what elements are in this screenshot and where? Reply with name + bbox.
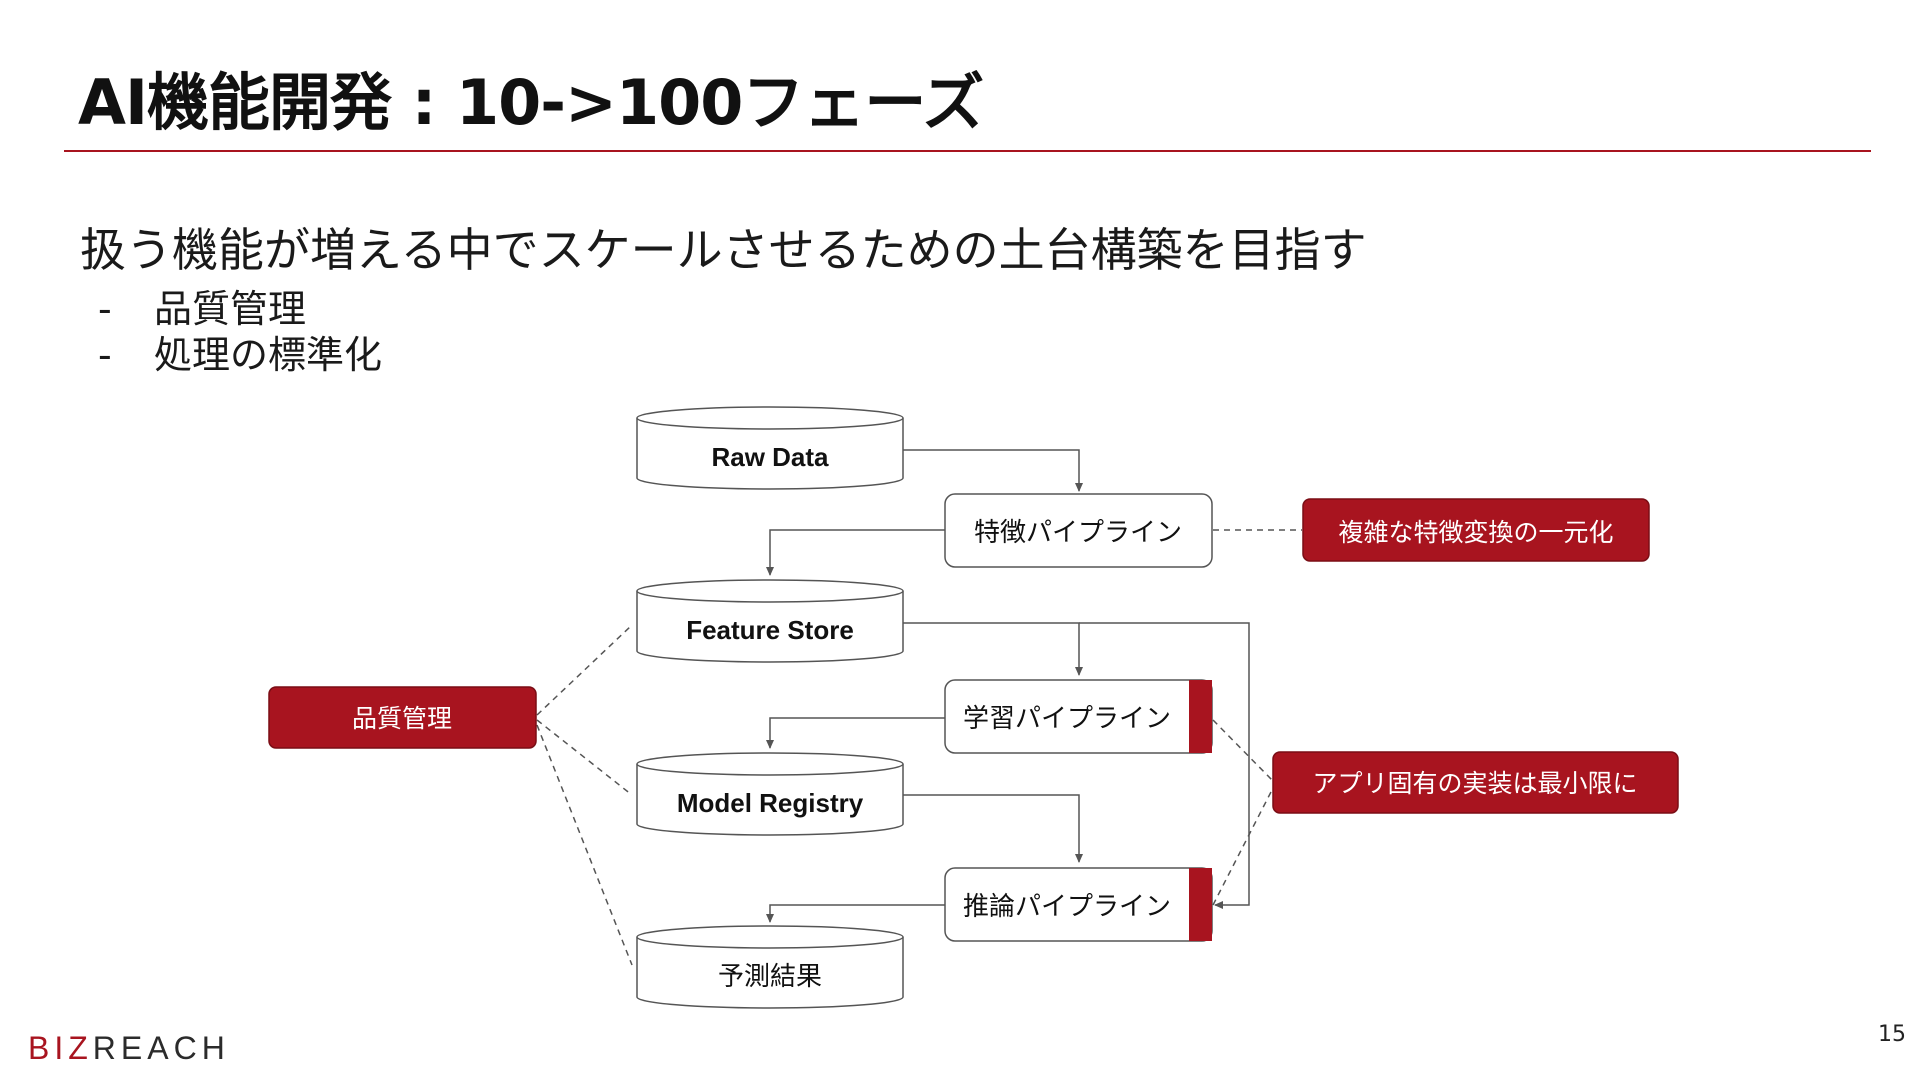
note-app-specific: アプリ固有の実装は最小限に <box>1272 751 1679 814</box>
pipeline-accent-bar <box>1189 680 1212 753</box>
pipeline-label: 特徴パイプライン <box>974 518 1182 548</box>
note-feature-unify: 複雑な特徴変換の一元化 <box>1302 498 1650 562</box>
store-predictions: 予測結果 <box>636 925 904 1009</box>
store-label: Raw Data <box>711 442 829 472</box>
pipeline-label: 推論パイプライン <box>963 892 1171 922</box>
page-number: 15 <box>1878 1022 1906 1047</box>
store-raw-data: Raw Data <box>636 406 904 490</box>
lead-text: 扱う機能が増える中でスケールさせるための土台構築を目指す <box>80 223 1367 277</box>
bullet-item: -品質管理 <box>98 287 307 331</box>
pipeline-feature: 特徴パイプライン <box>944 493 1213 568</box>
bullet-item: -処理の標準化 <box>98 333 383 377</box>
store-model-registry: Model Registry <box>636 752 904 836</box>
note-quality: 品質管理 <box>268 686 537 749</box>
pipeline-inference: 推論パイプライン <box>944 867 1213 942</box>
bullet-list: -品質管理 -処理の標準化 <box>98 286 382 378</box>
pipeline-label: 学習パイプライン <box>963 704 1171 734</box>
store-label: 予測結果 <box>718 962 822 992</box>
store-label: Model Registry <box>677 788 864 818</box>
pipeline-training: 学習パイプライン <box>944 679 1213 754</box>
company-logo: BIZREACH <box>28 1030 230 1066</box>
note-label: 複雑な特徴変換の一元化 <box>1338 518 1613 547</box>
title-divider <box>64 150 1871 152</box>
dashed-connectors <box>536 529 1302 966</box>
slide-title: AI機能開発 : 10->100フェーズ <box>78 66 984 139</box>
pipeline-accent-bar <box>1189 868 1212 941</box>
note-label: 品質管理 <box>352 704 452 733</box>
store-feature-store: Feature Store <box>636 579 904 663</box>
flow-arrows <box>766 449 1250 923</box>
note-label: アプリ固有の実装は最小限に <box>1312 769 1637 798</box>
store-label: Feature Store <box>686 615 854 645</box>
